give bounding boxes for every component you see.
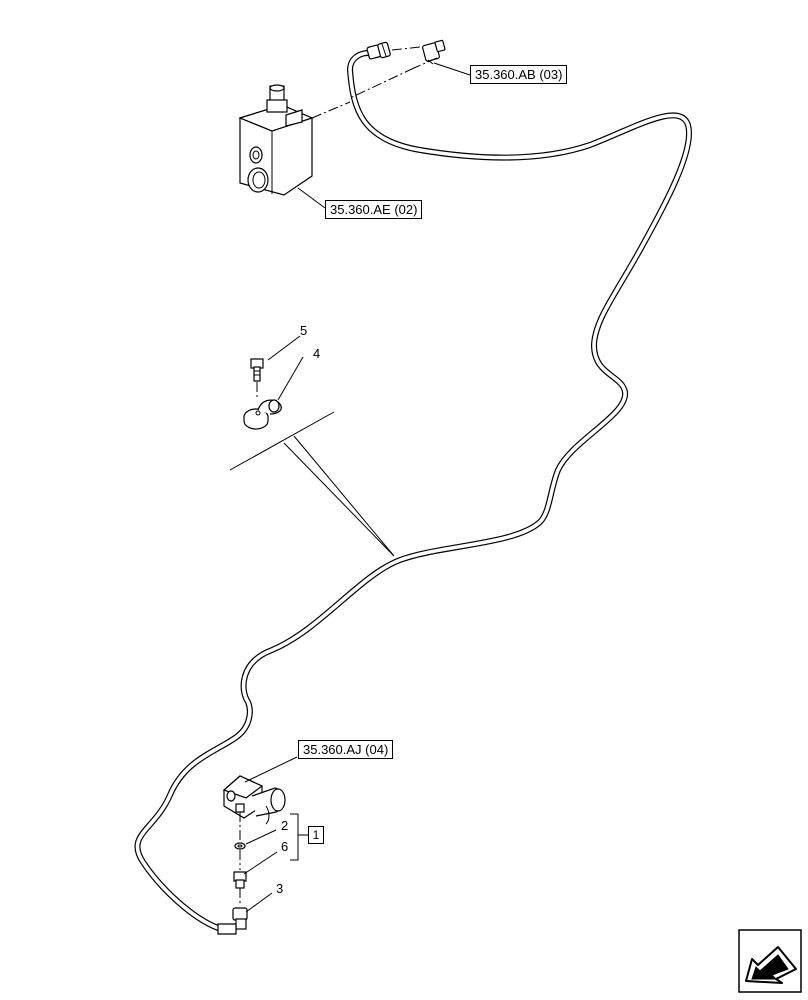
reference-link-ae[interactable]: 35.360.AE (02) — [325, 200, 423, 219]
arrow-left-down-icon[interactable] — [738, 929, 802, 993]
top-hose-end-fitting — [366, 41, 421, 60]
callout-4: 4 — [313, 346, 321, 361]
group-callout-1: 1 — [308, 826, 324, 844]
valve-block-ae — [238, 84, 351, 209]
clamp-and-bolt — [243, 335, 304, 430]
callout-3: 3 — [276, 881, 284, 896]
fittings-2-6-3 — [217, 813, 308, 935]
callout-6: 6 — [281, 839, 289, 854]
leader-ref-ab — [433, 62, 471, 76]
sensor-fitting-ab — [349, 39, 446, 99]
callout-5: 5 — [300, 323, 308, 338]
callout-2: 2 — [281, 818, 289, 833]
detail-pointer — [229, 411, 395, 557]
connector-block-aj — [222, 756, 298, 840]
reference-link-ab[interactable]: 35.360.AB (03) — [470, 65, 568, 84]
reference-link-aj[interactable]: 35.360.AJ (04) — [298, 740, 394, 759]
hose-assembly — [134, 49, 692, 931]
